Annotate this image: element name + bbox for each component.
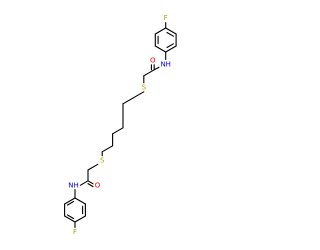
oxygen-label-top: O bbox=[150, 56, 156, 64]
chemical-structure: F NH O S S NH O F bbox=[64, 14, 177, 236]
bottom-fluorophenyl-ring bbox=[64, 197, 86, 229]
top-fluorophenyl-ring bbox=[154, 22, 177, 53]
oxygen-label-bottom: O bbox=[95, 181, 101, 189]
hexyl-chain bbox=[101, 97, 134, 153]
fluorine-label-top: F bbox=[164, 14, 168, 22]
nh-label-top: NH bbox=[160, 60, 171, 68]
fluorine-label-bottom: F bbox=[73, 228, 77, 236]
bottom-amide-linker bbox=[74, 151, 103, 199]
sulfur-label-bottom: S bbox=[100, 156, 105, 164]
nh-label-bottom: NH bbox=[68, 181, 79, 189]
top-amide-linker bbox=[132, 51, 167, 99]
sulfur-label-top: S bbox=[142, 83, 147, 91]
